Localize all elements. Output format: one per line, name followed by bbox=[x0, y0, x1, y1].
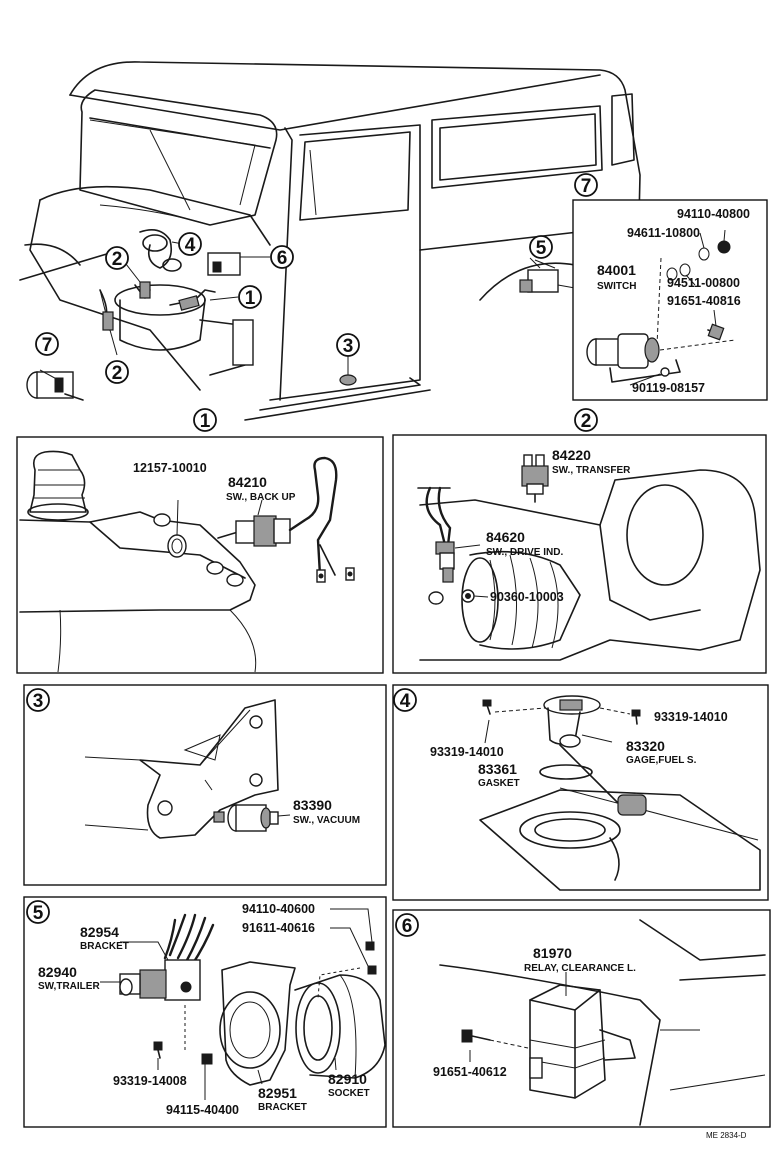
part-82940: 82940 bbox=[38, 964, 77, 980]
part-91651-40612: 91651-40612 bbox=[433, 1065, 507, 1079]
part-84620-name: SW., DRIVE IND. bbox=[486, 547, 563, 558]
part-81970: 81970 bbox=[533, 945, 572, 961]
part-94511-00800: 94511-00800 bbox=[667, 276, 740, 290]
part-83390: 83390 bbox=[293, 797, 332, 813]
part-84001-name: SWITCH bbox=[597, 281, 636, 292]
part-90360-10003: 90360-10003 bbox=[490, 590, 564, 604]
part-82910-name: SOCKET bbox=[328, 1088, 370, 1099]
panel-2: 84220 SW., TRANSFER 84620 SW., DRIVE IND… bbox=[392, 434, 767, 674]
panel-6-number: 6 bbox=[402, 916, 413, 937]
part-83390-name: SW., VACUUM bbox=[293, 815, 360, 826]
part-91651-40816: 91651-40816 bbox=[667, 294, 741, 308]
part-84620: 84620 bbox=[486, 529, 525, 545]
part-94110-40800: 94110-40800 bbox=[677, 207, 750, 221]
part-82951-name: BRACKET bbox=[258, 1102, 307, 1113]
part-83320: 83320 bbox=[626, 738, 665, 754]
part-82951: 82951 bbox=[258, 1085, 297, 1101]
panel-3-number: 3 bbox=[33, 691, 44, 712]
part-84210: 84210 bbox=[228, 474, 267, 490]
callout-2: 2 bbox=[112, 363, 123, 384]
part-91611-40616: 91611-40616 bbox=[242, 921, 315, 935]
diagram-code: ME 2834-D bbox=[706, 1131, 747, 1140]
part-82954-name: BRACKET bbox=[80, 941, 129, 952]
callout-4: 4 bbox=[185, 235, 196, 256]
callout-1: 1 bbox=[245, 288, 256, 309]
callout-2: 2 bbox=[112, 249, 123, 270]
callout-6: 6 bbox=[277, 248, 288, 269]
callout-7: 7 bbox=[42, 335, 53, 356]
part-83320-name: GAGE,FUEL S. bbox=[626, 755, 697, 766]
part-84220-name: SW., TRANSFER bbox=[552, 465, 631, 476]
part-90119-08157: 90119-08157 bbox=[632, 381, 705, 395]
part-93319-14008: 93319-14008 bbox=[113, 1074, 187, 1088]
callout-2: 2 bbox=[581, 411, 592, 432]
part-84001: 84001 bbox=[597, 262, 636, 278]
callout-7: 7 bbox=[581, 176, 592, 197]
part-82954: 82954 bbox=[80, 924, 119, 940]
part-93319-14010-right: 93319-14010 bbox=[654, 710, 728, 724]
panel-4: 4 93319-14010 93319-14010 83320 GAGE,FUE… bbox=[392, 684, 769, 901]
part-94110-40600: 94110-40600 bbox=[242, 902, 315, 916]
part-81970-name: RELAY, CLEARANCE L. bbox=[524, 963, 636, 974]
part-82940-name: SW,TRAILER bbox=[38, 981, 100, 992]
part-94611-10800: 94611-10800 bbox=[627, 226, 700, 240]
part-12157-10010: 12157-10010 bbox=[133, 461, 207, 475]
callout-3: 3 bbox=[343, 336, 354, 357]
part-83361: 83361 bbox=[478, 761, 517, 777]
panel-7: 94110-40800 94611-10800 84001 SWITCH 945… bbox=[572, 199, 768, 401]
panel-5-number: 5 bbox=[33, 903, 44, 924]
part-84210-name: SW., BACK UP bbox=[226, 492, 296, 503]
part-84220: 84220 bbox=[552, 447, 591, 463]
panel-3: 3 83390 SW., VACUUM bbox=[23, 684, 387, 886]
panel-6: 6 81970 RELAY, CLEARANCE L. 91651-40612 bbox=[392, 909, 771, 1128]
part-94115-40400: 94115-40400 bbox=[166, 1103, 239, 1117]
callout-5: 5 bbox=[536, 238, 547, 259]
panel-5: 5 94110-40600 91611-40616 bbox=[23, 896, 387, 1128]
callout-1: 1 bbox=[200, 411, 211, 432]
panel-4-number: 4 bbox=[400, 691, 411, 712]
overview-callouts: 4 6 1 2 2 3 7 5 7 1 2 bbox=[35, 173, 598, 432]
part-93319-14010-left: 93319-14010 bbox=[430, 745, 504, 759]
part-82910: 82910 bbox=[328, 1071, 367, 1087]
part-83361-name: GASKET bbox=[478, 778, 520, 789]
panel-1: 12157-10010 84210 SW., BACK UP bbox=[16, 436, 384, 674]
